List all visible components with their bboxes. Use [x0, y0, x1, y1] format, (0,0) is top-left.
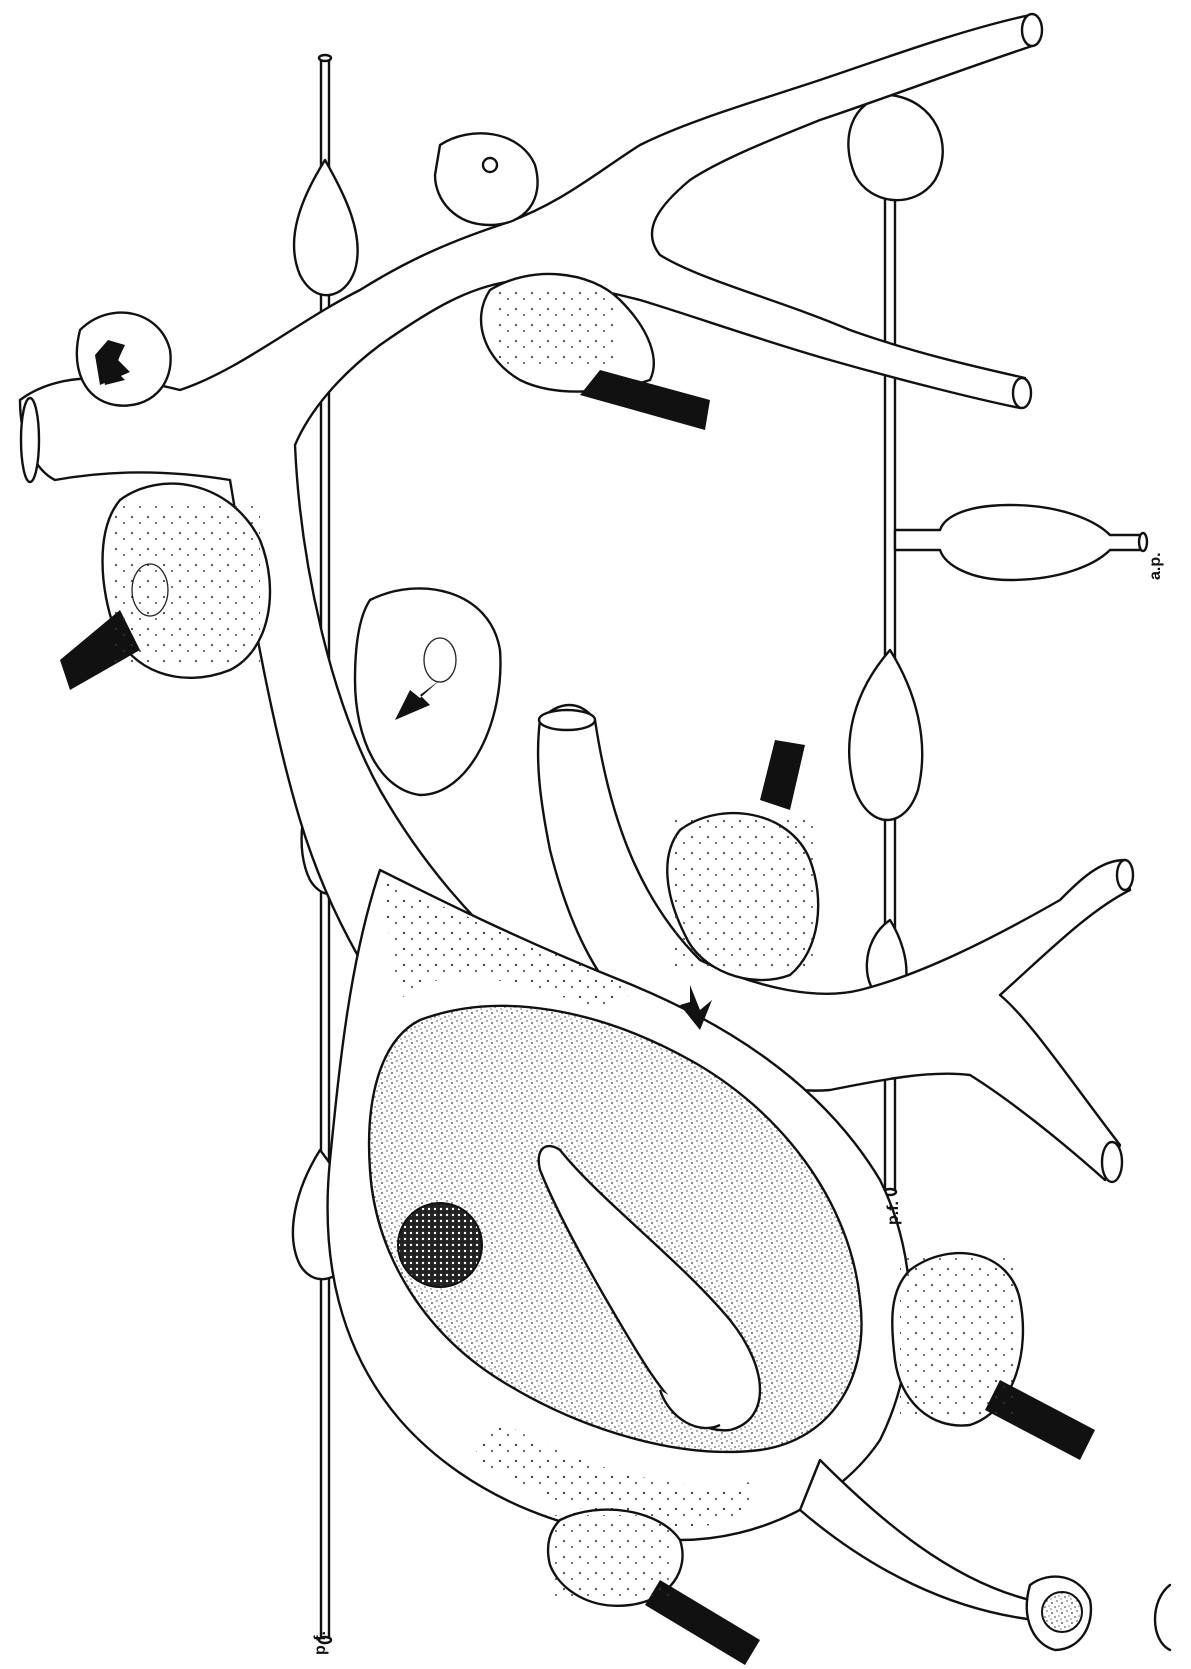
label-pf-lower: p.f.: [885, 1201, 902, 1225]
label-pf-left: p.f.: [312, 1631, 329, 1655]
mossy-bouton: [60, 484, 270, 690]
small-bouton: [435, 133, 538, 225]
fiber-varicosity: [849, 650, 922, 820]
small-bouton: [355, 588, 500, 795]
fiber-varicosity: [294, 160, 358, 295]
fiber-varicosity: [848, 95, 942, 200]
mossy-bouton: [892, 1253, 1095, 1460]
label-ap: a.p.: [1147, 552, 1164, 580]
axon-initial-segment: [800, 1460, 1170, 1650]
small-bouton: [77, 313, 171, 406]
axon-process-branch: [895, 505, 1140, 580]
mossy-bouton: [667, 740, 818, 980]
nucleolus: [398, 1203, 482, 1287]
